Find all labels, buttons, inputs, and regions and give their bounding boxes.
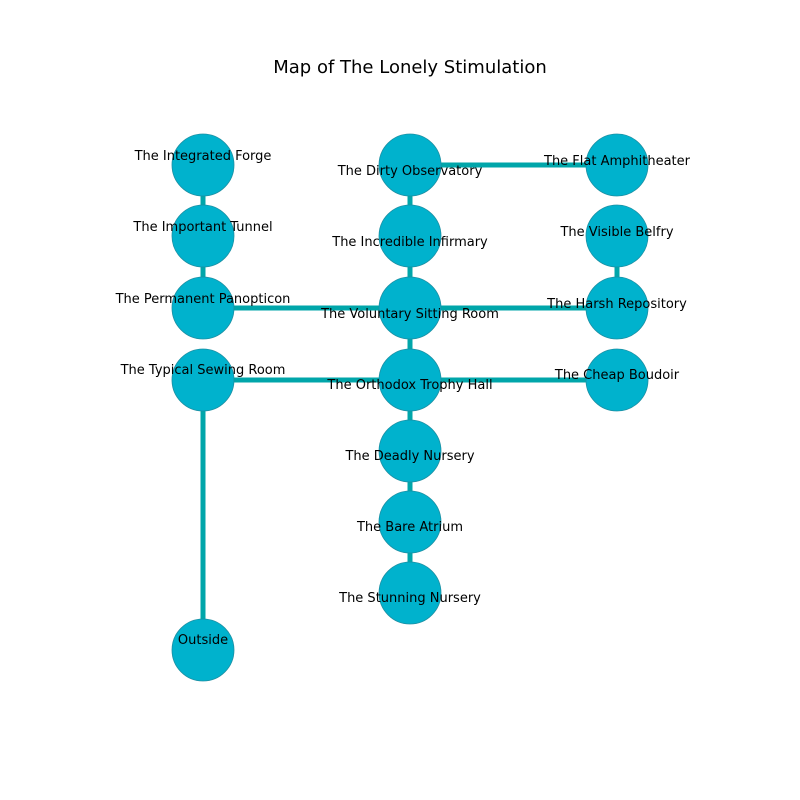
room-node-flat-amphitheater — [585, 133, 649, 197]
room-node-typical-sewing-room — [171, 348, 235, 412]
room-label-visible-belfry: The Visible Belfry — [559, 225, 673, 240]
room-label-voluntary-sitting-room: The Voluntary Sitting Room — [320, 307, 499, 322]
room-label-orthodox-trophy-hall: The Orthodox Trophy Hall — [326, 378, 492, 393]
room-label-dirty-observatory: The Dirty Observatory — [337, 164, 483, 179]
room-label-flat-amphitheater: The Flat Amphitheater — [543, 154, 691, 169]
room-label-stunning-nursery: The Stunning Nursery — [338, 591, 481, 606]
room-node-incredible-infirmary — [378, 204, 442, 268]
rooms — [171, 133, 649, 682]
room-label-integrated-forge: The Integrated Forge — [134, 149, 272, 164]
room-node-dirty-observatory — [378, 133, 442, 197]
room-label-deadly-nursery: The Deadly Nursery — [344, 449, 474, 464]
room-label-permanent-panopticon: The Permanent Panopticon — [115, 292, 291, 307]
room-node-cheap-boudoir — [585, 348, 649, 412]
room-node-voluntary-sitting-room — [378, 276, 442, 340]
room-label-incredible-infirmary: The Incredible Infirmary — [331, 235, 488, 250]
room-node-important-tunnel — [171, 204, 235, 268]
room-node-harsh-repository — [585, 276, 649, 340]
room-label-outside: Outside — [178, 633, 228, 648]
room-node-integrated-forge — [171, 133, 235, 197]
room-label-bare-atrium: The Bare Atrium — [356, 520, 463, 535]
room-node-visible-belfry — [585, 204, 649, 268]
room-node-outside — [171, 618, 235, 682]
room-node-stunning-nursery — [378, 561, 442, 625]
room-node-bare-atrium — [378, 490, 442, 554]
room-label-harsh-repository: The Harsh Repository — [546, 297, 687, 312]
room-label-typical-sewing-room: The Typical Sewing Room — [120, 363, 286, 378]
room-label-cheap-boudoir: The Cheap Boudoir — [554, 368, 680, 383]
room-node-orthodox-trophy-hall — [378, 348, 442, 412]
map-title: Map of The Lonely Stimulation — [273, 57, 547, 78]
room-node-deadly-nursery — [378, 419, 442, 483]
room-label-important-tunnel: The Important Tunnel — [132, 220, 272, 235]
room-node-permanent-panopticon — [171, 276, 235, 340]
